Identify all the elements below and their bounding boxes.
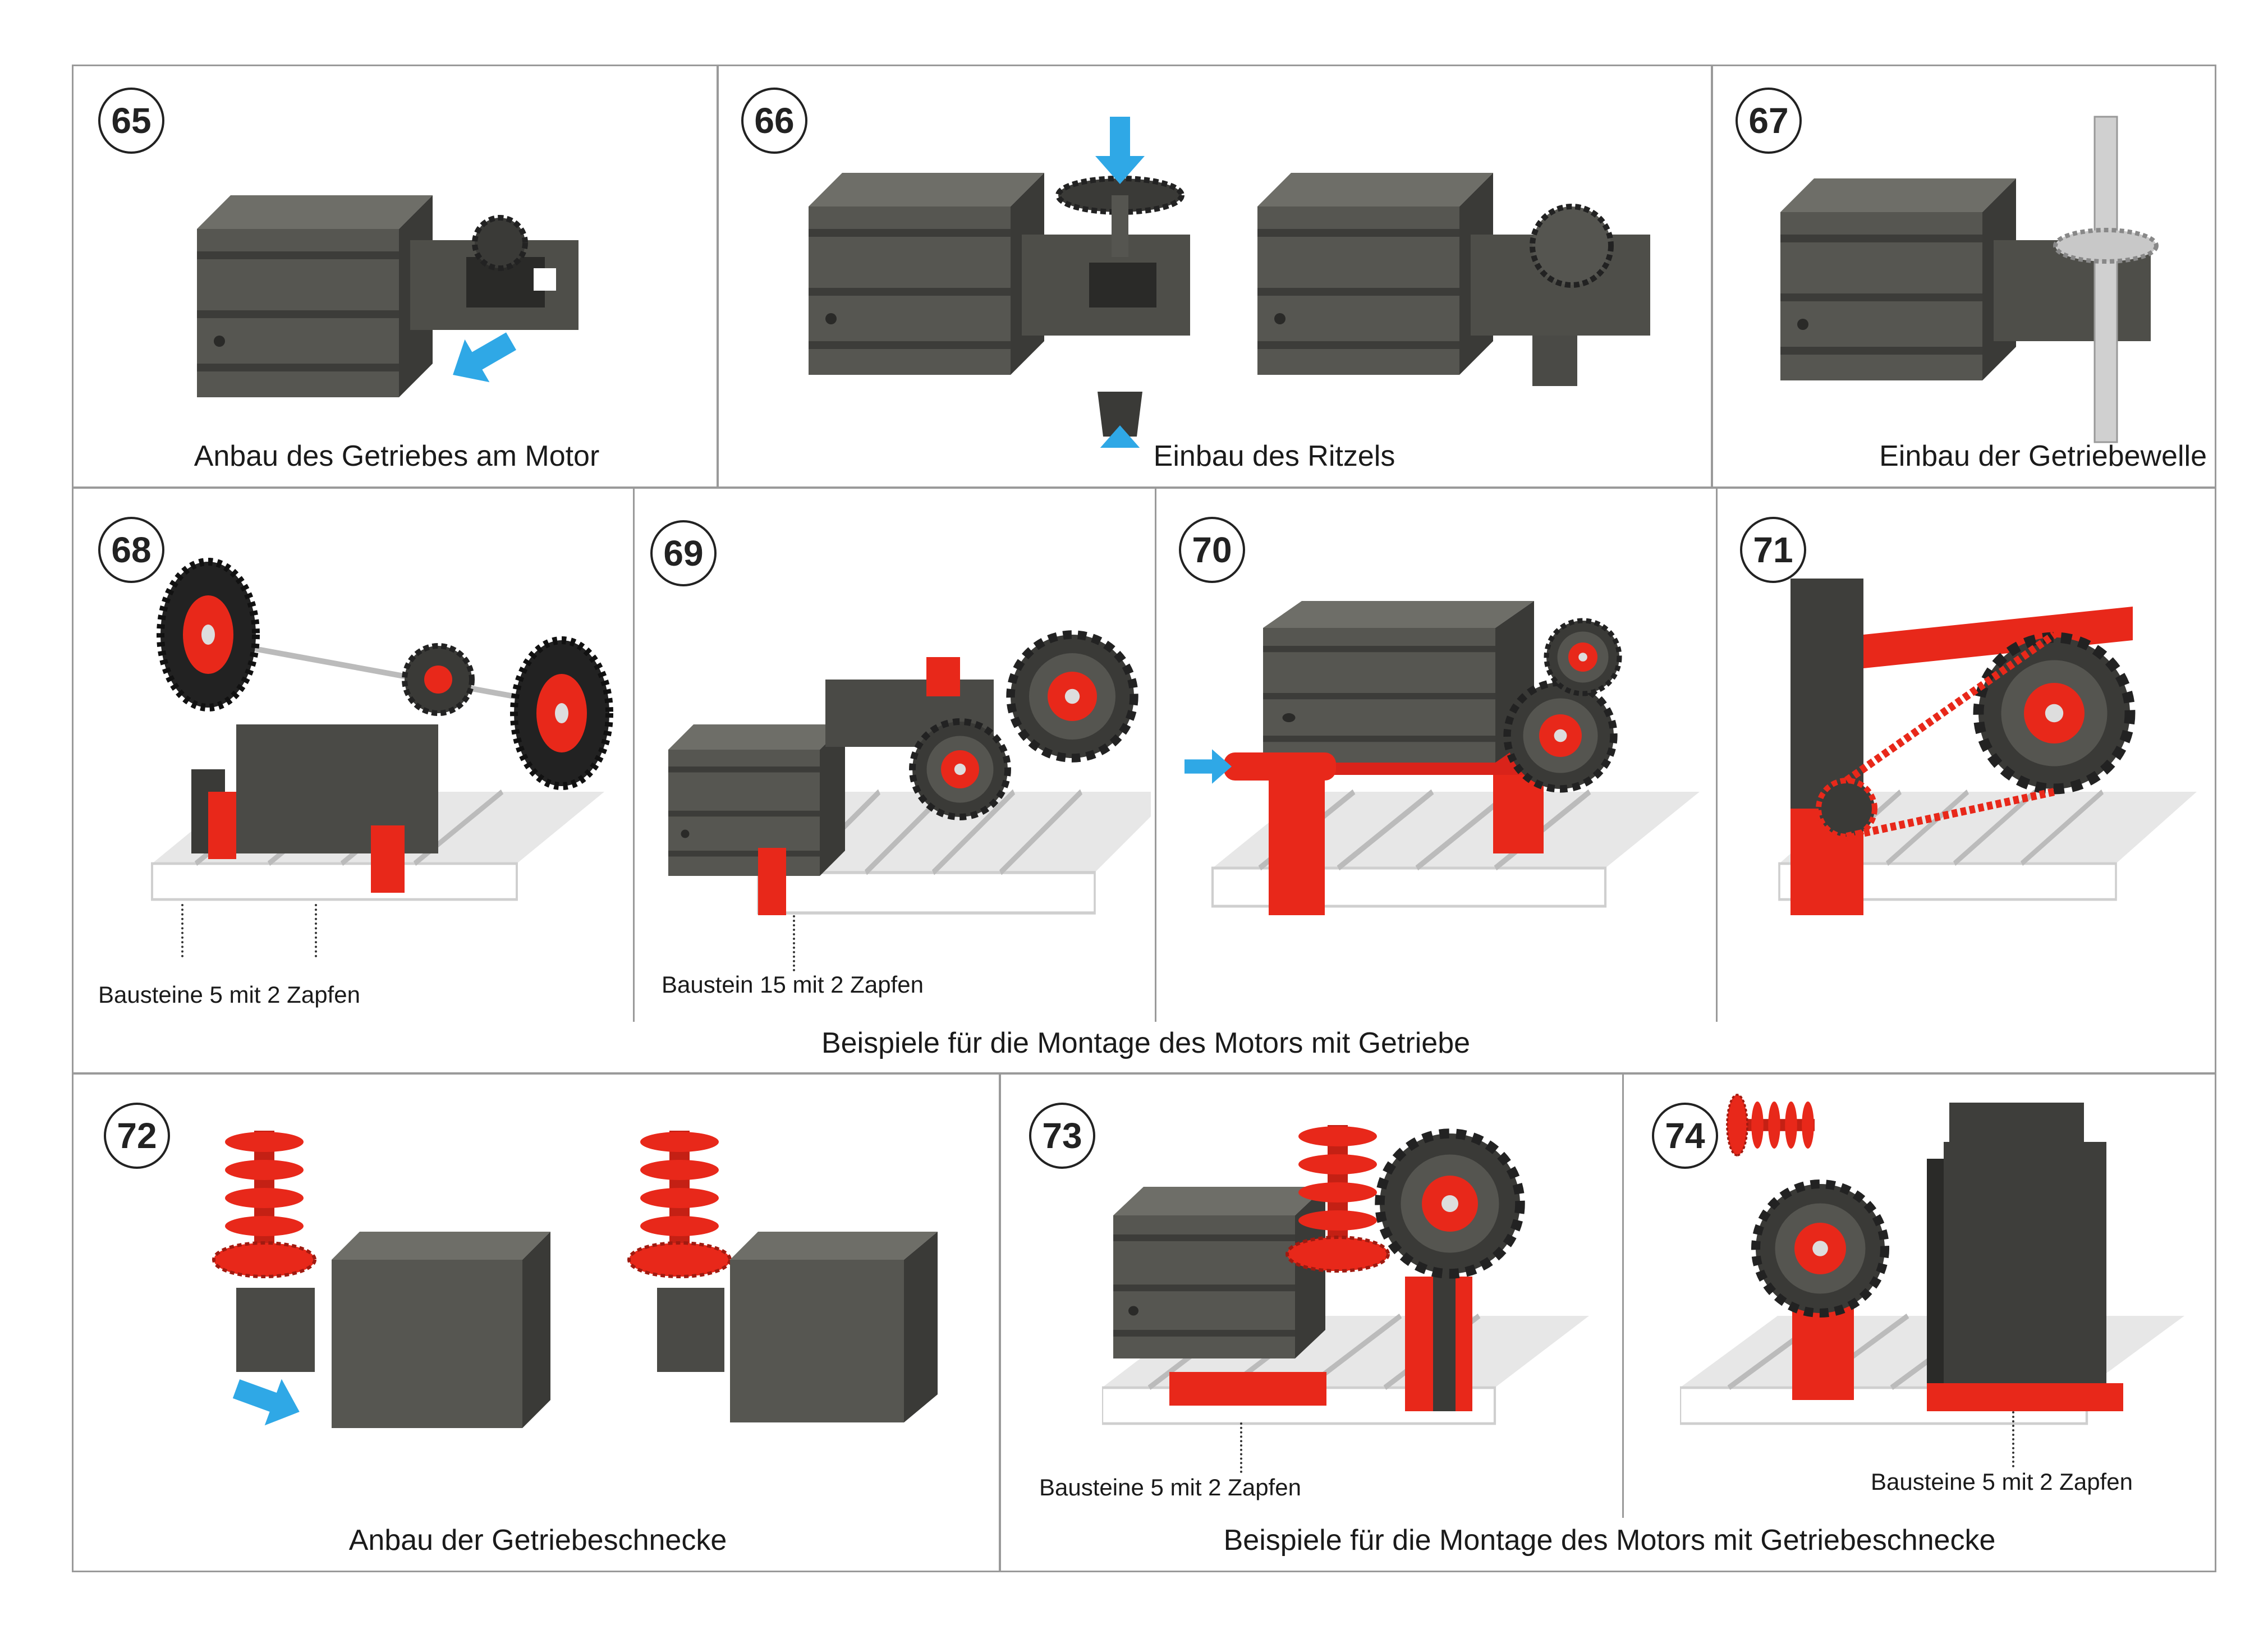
step-caption: Einbau des Ritzels: [1153, 440, 1395, 472]
pinion-installation-illustration: [809, 117, 1650, 448]
part-note: Bausteine 5 mit 2 Zapfen: [1039, 1474, 1301, 1500]
motor-with-gear-examples-panel: 68 Bausteine 5 mit 2 Zapfen 69: [72, 487, 2216, 1074]
raised-motor-stand-illustration: [1184, 601, 1706, 915]
step-caption: Einbau der Getriebewelle: [1879, 440, 2207, 472]
step-number: 73: [1029, 1103, 1095, 1169]
callout-line: [793, 915, 795, 971]
step-67-panel: 67 Einbau der Getriebewelle: [1711, 65, 2216, 488]
step-number: 71: [1740, 517, 1806, 583]
step-66-panel: 66 Einbau des Ritzels: [717, 65, 1713, 488]
motor-with-worm-examples-panel: 73 Bausteine 5 mit 2 Zapfen 74 Bausteine…: [999, 1073, 2216, 1572]
step-number: 67: [1736, 88, 1802, 154]
step-number: 69: [650, 520, 717, 586]
gear-housing-on-motor-illustration: [197, 195, 579, 397]
callout-line: [181, 904, 183, 957]
step-number: 72: [104, 1103, 170, 1169]
motor-gear-train-illustration: [668, 556, 1151, 960]
gear-shaft-installation-illustration: [1780, 116, 2159, 443]
part-note: Baustein 15 mit 2 Zapfen: [662, 971, 924, 998]
row-caption: Beispiele für die Montage des Motors mit…: [821, 1027, 1471, 1059]
step-number: 65: [98, 88, 164, 154]
part-note: Bausteine 5 mit 2 Zapfen: [98, 981, 360, 1008]
callout-line: [1240, 1422, 1242, 1473]
step-68-section: 68 Bausteine 5 mit 2 Zapfen: [74, 489, 635, 1022]
step-73-section: 73 Bausteine 5 mit 2 Zapfen: [1001, 1075, 1624, 1518]
step-number: 74: [1652, 1103, 1718, 1169]
step-65-panel: 65 Anbau des Getriebes am Motor: [72, 65, 718, 488]
chain-drive-illustration: [1740, 579, 2211, 915]
callout-line: [2012, 1411, 2014, 1467]
step-69-section: 69 Baustein 15 mit 2 Zapfen: [635, 489, 1156, 1022]
step-number: 66: [741, 88, 807, 154]
callout-line: [315, 904, 317, 957]
worm-drive-example-illustration: [1102, 1091, 1607, 1451]
vertical-motor-worm-illustration: [1680, 1094, 2196, 1451]
step-number: 70: [1179, 517, 1245, 583]
worm-gear-attachment-illustration: [175, 1119, 938, 1435]
step-72-panel: 72 Anbau der Getriebeschnecke: [72, 1073, 1000, 1572]
row-caption: Beispiele für die Montage des Motors mit…: [1223, 1524, 1996, 1557]
step-71-section: 71: [1718, 489, 2217, 1022]
step-caption: Anbau der Getriebeschnecke: [348, 1524, 727, 1557]
vehicle-chassis-illustration: [96, 556, 629, 960]
step-caption: Anbau des Getriebes am Motor: [194, 440, 600, 472]
step-number: 68: [98, 517, 164, 583]
step-70-section: 70: [1156, 489, 1718, 1022]
step-74-section: 74 Bausteine 5 mit 2 Zapfen: [1624, 1075, 2218, 1518]
part-note: Bausteine 5 mit 2 Zapfen: [1871, 1468, 2133, 1495]
